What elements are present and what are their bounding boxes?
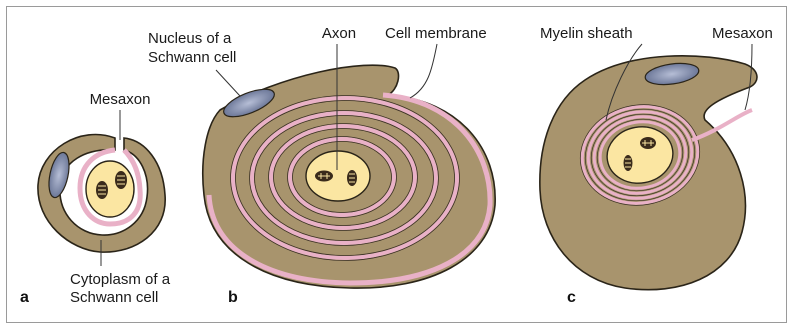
- label-cell-membrane: Cell membrane: [385, 25, 487, 42]
- panel-b-schwann-cell: [203, 65, 495, 288]
- label-mesaxon-c: Mesaxon: [712, 25, 773, 42]
- panel-letter-c: c: [567, 289, 576, 306]
- panel-a-axon: [86, 161, 134, 217]
- label-axon: Axon: [322, 25, 356, 42]
- label-nucleus-line2: Schwann cell: [148, 49, 236, 66]
- panel-c-schwann-cell: [540, 56, 757, 290]
- label-myelin-sheath: Myelin sheath: [540, 25, 633, 42]
- panel-letter-b: b: [228, 289, 238, 306]
- panel-letter-a: a: [20, 289, 29, 306]
- label-mesaxon-a: Mesaxon: [90, 91, 151, 108]
- label-cytoplasm-line1: Cytoplasm of a: [70, 271, 171, 288]
- label-cytoplasm-line2: Schwann cell: [70, 289, 158, 306]
- panel-a-schwann-cell: [38, 135, 165, 253]
- label-nucleus-line1: Nucleus of a: [148, 30, 232, 47]
